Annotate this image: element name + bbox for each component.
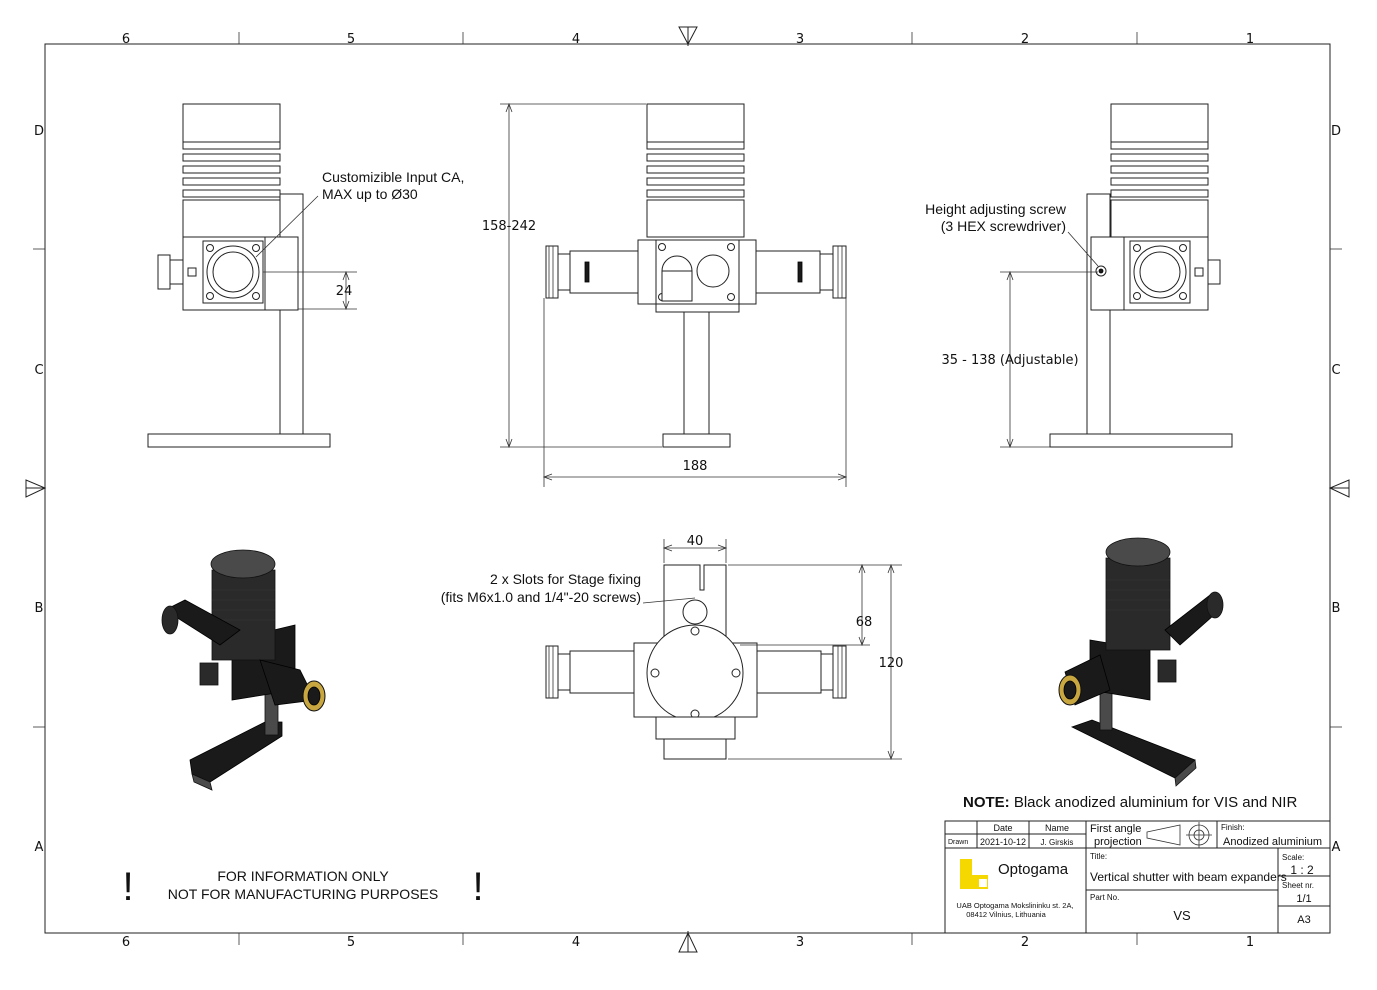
dimension-adjustable-height: 35 - 138 (Adjustable) <box>941 353 1078 368</box>
zone-row-labels-left: D C B A <box>34 124 44 855</box>
drawn-date: 2021-10-12 <box>980 837 1026 847</box>
zone-col-bottom: 2 <box>1021 935 1029 950</box>
right-dimensions <box>1000 231 1099 449</box>
zone-col-top: 2 <box>1021 32 1029 47</box>
centering-marks <box>25 26 1350 953</box>
dimension-base-depth: 120 <box>879 656 904 671</box>
zone-col-bottom: 4 <box>572 935 580 950</box>
optogama-logo <box>960 859 988 889</box>
zone-row-labels-right: D C B A <box>1331 124 1341 855</box>
zone-col-bottom: 6 <box>122 935 130 950</box>
zone-row-left: B <box>35 601 44 616</box>
scale-value: 1 : 2 <box>1290 863 1314 877</box>
finish-value: Anodized aluminium <box>1223 836 1322 848</box>
left-side-view <box>147 103 331 448</box>
top-view <box>545 564 847 760</box>
drawn-name: J. Girskis <box>1041 838 1074 847</box>
zone-column-labels-bottom: 6 5 4 3 2 1 <box>122 935 1254 950</box>
drawn-label: Drawn <box>948 839 968 846</box>
title-label: Title: <box>1090 852 1107 861</box>
not-manufacturing-text: NOT FOR MANUFACTURING PURPOSES <box>168 886 438 902</box>
zone-col-top: 3 <box>796 32 804 47</box>
first-angle-projection-icon <box>1146 822 1212 848</box>
dimension-total-width: 188 <box>683 459 708 474</box>
material-note: NOTE: Black anodized aluminium for VIS a… <box>963 794 1297 811</box>
name-header: Name <box>1045 823 1069 833</box>
zone-row-left: C <box>34 363 43 378</box>
slots-screws: (fits M6x1.0 and 1/4"-20 screws) <box>441 589 641 605</box>
dimension-24: 24 <box>336 284 353 299</box>
projection-label-1: First angle <box>1090 823 1141 835</box>
projection-label-2: projection <box>1094 836 1142 848</box>
dimension-total-height: 158-242 <box>482 219 536 234</box>
zone-col-top: 1 <box>1246 32 1254 47</box>
input-ca-max: MAX up to Ø30 <box>322 186 418 202</box>
zone-col-top: 4 <box>572 32 580 47</box>
zone-ticks <box>33 32 1342 945</box>
zone-col-top: 6 <box>122 32 130 47</box>
date-header: Date <box>993 823 1012 833</box>
company-address-2: 08412 Vilnius, Lithuania <box>966 910 1046 919</box>
left-isometric-view <box>161 549 326 791</box>
right-isometric-view <box>1058 537 1224 787</box>
part-label: Part No. <box>1090 893 1119 902</box>
zone-col-bottom: 1 <box>1246 935 1254 950</box>
zone-row-right: B <box>1332 601 1341 616</box>
note-label: NOTE: <box>963 794 1010 811</box>
zone-row-right: A <box>1332 840 1341 855</box>
sheet-label: Sheet nr. <box>1282 881 1314 890</box>
dimension-slot-depth: 68 <box>856 615 873 630</box>
dimension-slot-width: 40 <box>687 534 704 549</box>
zone-row-right: C <box>1331 363 1340 378</box>
zone-col-top: 5 <box>347 32 355 47</box>
slots-label: 2 x Slots for Stage fixing <box>490 571 641 587</box>
input-ca-label: Customizible Input CA, <box>322 169 464 185</box>
finish-label: Finish: <box>1221 823 1245 832</box>
height-screw-label: Height adjusting screw <box>925 201 1067 217</box>
front-dimensions <box>500 102 848 487</box>
info-only-text: FOR INFORMATION ONLY <box>217 868 389 884</box>
top-dimensions <box>642 539 902 761</box>
sheet-value: 1/1 <box>1296 893 1311 905</box>
note-text: Black anodized aluminium for VIS and NIR <box>1010 794 1298 811</box>
title-block <box>944 820 1331 934</box>
right-side-view <box>1049 103 1233 448</box>
zone-row-left: D <box>34 124 44 139</box>
part-number: VS <box>1173 908 1191 923</box>
exclamation-right: ! <box>472 865 483 909</box>
company-address-1: UAB Optogama Mokslininku st. 2A, <box>956 901 1073 910</box>
zone-col-bottom: 3 <box>796 935 804 950</box>
paper-size: A3 <box>1297 914 1310 926</box>
zone-column-labels-top: 6 5 4 3 2 1 <box>122 32 1254 47</box>
company-name: Optogama <box>998 861 1069 878</box>
zone-col-bottom: 5 <box>347 935 355 950</box>
zone-row-left: A <box>35 840 44 855</box>
aperture-dimension <box>255 195 357 311</box>
scale-label: Scale: <box>1282 853 1304 862</box>
drawing-title: Vertical shutter with beam expanders <box>1090 870 1287 884</box>
front-view <box>545 103 847 448</box>
height-screw-tool: (3 HEX screwdriver) <box>941 218 1066 234</box>
zone-row-right: D <box>1331 124 1341 139</box>
exclamation-left: ! <box>122 865 133 909</box>
